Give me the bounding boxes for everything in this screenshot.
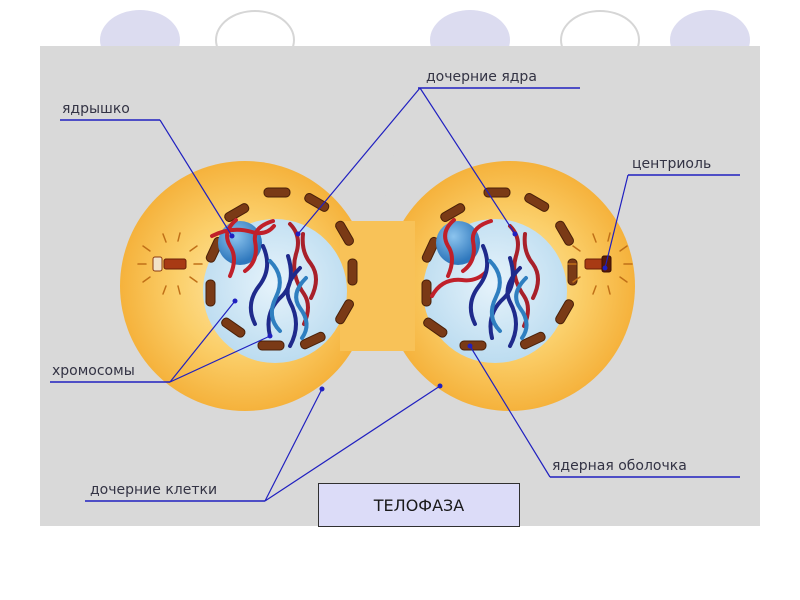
label-chromosomes: хромосомы (52, 363, 135, 379)
telophase-diagram: ядрышко дочерние ядра центриоль хромосом… (50, 69, 740, 502)
cleavage-furrow-bottom (347, 376, 407, 420)
left-nuclear-envelope (205, 187, 358, 351)
label-nuclear-envelope: ядерная оболочка (552, 458, 687, 474)
left-daughter-nucleus (203, 187, 358, 363)
caption-box: ТЕЛОФАЗА (318, 483, 520, 527)
left-chromosomes (210, 218, 318, 348)
label-daughter-nuclei: дочерние ядра (426, 69, 537, 85)
cleavage-furrow-top (347, 152, 407, 196)
label-nucleolus: ядрышко (62, 101, 130, 117)
label-centriole: центриоль (632, 156, 711, 172)
right-nuclear-envelope (421, 187, 578, 351)
left-centriole (137, 232, 203, 295)
label-daughter-cells: дочерние клетки (90, 482, 217, 498)
leader-lines (50, 87, 740, 502)
diagram-panel: ядрышко дочерние ядра центриоль хромосом… (40, 46, 760, 526)
caption-telophase: ТЕЛОФАЗА (373, 495, 465, 515)
right-chromosomes (430, 218, 540, 348)
right-daughter-nucleus (421, 187, 578, 363)
